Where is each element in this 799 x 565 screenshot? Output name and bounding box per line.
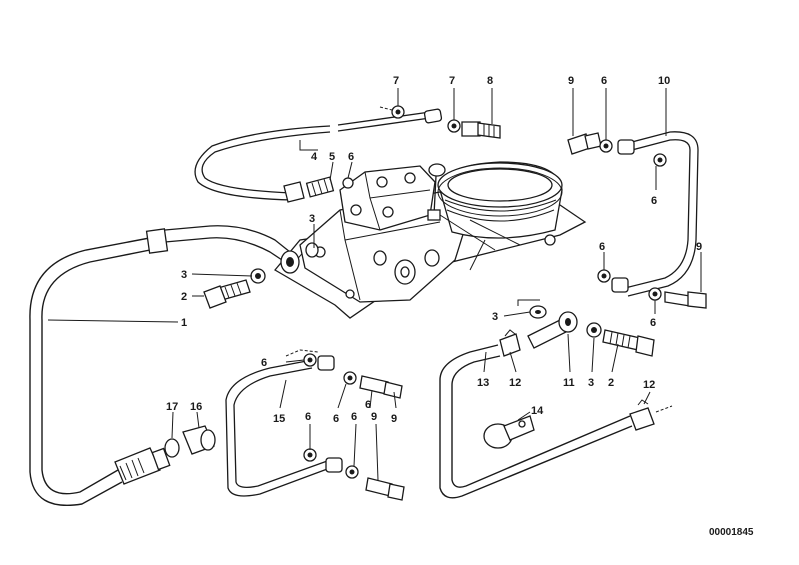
callout-2b: 2	[608, 377, 614, 389]
callout-8: 8	[487, 75, 493, 87]
drawing-reference-number: 00001845	[709, 527, 754, 538]
callout-9a: 9	[568, 75, 574, 87]
callout-3a: 3	[309, 213, 315, 225]
left-bolt	[203, 268, 266, 309]
callout-17: 17	[166, 401, 178, 413]
callout-6h: 6	[365, 399, 371, 411]
callout-6f: 6	[261, 357, 267, 369]
hose-13	[439, 344, 673, 499]
clamp-14	[483, 415, 535, 449]
callout-6j: 6	[351, 411, 357, 423]
hose-fitting-lower	[114, 425, 216, 485]
callout-11: 11	[563, 377, 575, 389]
callout-6b: 6	[651, 195, 657, 207]
callout-3b: 3	[181, 269, 187, 281]
callout-9d: 9	[371, 411, 377, 423]
callout-6a: 6	[601, 75, 607, 87]
callout-6i: 6	[305, 411, 311, 423]
callout-9c: 9	[391, 413, 397, 425]
callout-6e: 6	[650, 317, 656, 329]
callout-labels: 7 7 8 9 6 10 6 4 5 6 3 3 2 1 6 9 6 3 6 1…	[166, 75, 702, 425]
callout-10: 10	[658, 75, 670, 87]
air-intake	[437, 161, 563, 271]
callout-12b: 12	[643, 379, 655, 391]
callout-15: 15	[273, 413, 285, 425]
callout-5: 5	[329, 151, 335, 163]
callout-12a: 12	[509, 377, 521, 389]
leader-lines	[47, 88, 702, 481]
callout-6c: 6	[348, 151, 354, 163]
callout-13: 13	[477, 377, 489, 389]
callout-3d: 3	[588, 377, 594, 389]
callout-6g: 6	[333, 413, 339, 425]
callout-2a: 2	[181, 291, 187, 303]
callout-7b: 7	[449, 75, 455, 87]
pipe-4	[194, 108, 443, 203]
callout-9b: 9	[696, 241, 702, 253]
top-bolts	[379, 105, 501, 139]
pipe-10	[567, 131, 707, 309]
callout-7a: 7	[393, 75, 399, 87]
callout-6d: 6	[599, 241, 605, 253]
banjo-assembly	[499, 305, 655, 357]
pipe-15	[225, 353, 405, 501]
hose-1	[29, 225, 291, 506]
callout-14: 14	[531, 405, 544, 417]
callout-4: 4	[311, 151, 318, 163]
callout-3c: 3	[492, 311, 498, 323]
callout-16: 16	[190, 401, 202, 413]
callout-1: 1	[181, 317, 187, 329]
